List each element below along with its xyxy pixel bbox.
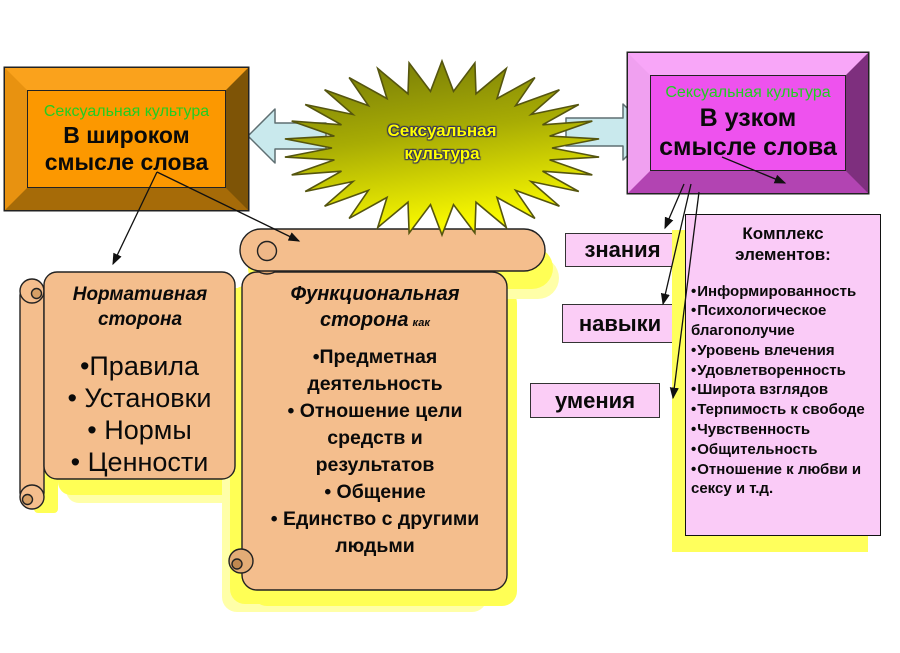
list-item: Психологическое благополучие — [691, 301, 875, 341]
complex-elements-title: Комплекс элементов: — [735, 224, 831, 265]
list-item: Общительность — [691, 440, 875, 460]
normative-scroll-list: •Правила • Установки • Нормы • Ценности — [44, 350, 235, 478]
list-item: Информированность — [691, 282, 875, 302]
list-item: Уровень влечения — [691, 341, 875, 361]
list-item: •Правила — [79, 351, 200, 381]
functional-scroll-title-suffix: как — [412, 317, 430, 329]
list-item: • Ценности — [70, 447, 209, 477]
functional-scroll-title-text: Функциональная сторона — [290, 283, 460, 331]
list-item: Отношение к любви и сексу и т.д. — [691, 460, 875, 500]
broad-sense-box: Сексуальная культура В широком смысле сл… — [5, 68, 248, 210]
list-item: Удовлетворенность — [691, 361, 875, 381]
starburst-shape — [284, 58, 600, 238]
list-item: • Отношение цели средств и результатов — [287, 400, 463, 476]
list-item: • Нормы — [87, 415, 192, 445]
narrow-sense-box: Сексуальная культура В узком смысле слов… — [628, 53, 868, 193]
list-item: • Общение — [324, 481, 426, 503]
list-item: Чувственность — [691, 420, 875, 440]
broad-sense-subtitle: Сексуальная культура — [43, 102, 210, 120]
functional-scroll-shape — [228, 228, 546, 591]
list-item: Терпимость к свободе — [691, 400, 875, 420]
list-item: •Предметная деятельность — [307, 346, 443, 395]
narrow-sense-subtitle: Сексуальная культура — [665, 84, 831, 102]
broad-sense-title: В широком смысле слова — [44, 122, 209, 175]
complex-elements-list: Информированность Психологическое благоп… — [686, 282, 880, 500]
starburst-label: Сексуальная культура — [387, 121, 497, 163]
list-item: • Единство с другими людьми — [270, 508, 480, 557]
normative-scroll-title: Нормативная сторона — [72, 284, 208, 330]
list-item: Широта взглядов — [691, 380, 875, 400]
functional-scroll-list: •Предметная деятельность • Отношение цел… — [246, 344, 504, 560]
list-item: • Установки — [67, 383, 212, 413]
abilities-box: умения — [530, 383, 660, 418]
normative-scroll-shape — [19, 271, 236, 510]
knowledge-box: знания — [565, 233, 680, 267]
narrow-sense-title: В узком смысле слова — [659, 104, 837, 161]
skills-box: навыки — [562, 304, 678, 343]
complex-elements-box: Комплекс элементов: Информированность Пс… — [685, 214, 881, 536]
